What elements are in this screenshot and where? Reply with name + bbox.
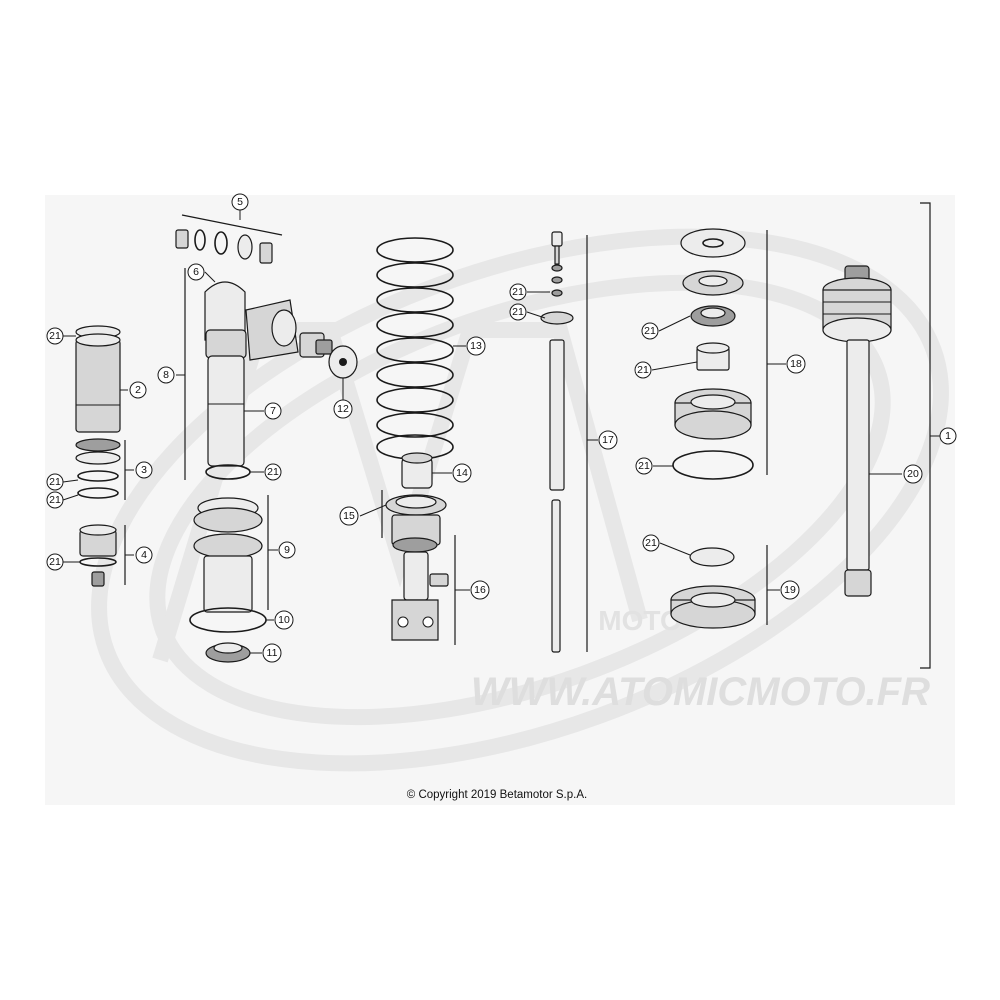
callout-21-c: 21 [46,491,64,509]
svg-text:15: 15 [343,510,355,522]
svg-text:12: 12 [337,403,349,415]
svg-text:19: 19 [784,584,796,596]
callout-14: 14 [452,463,472,483]
callout-21-g: 21 [509,303,527,321]
callout-15: 15 [339,506,359,526]
callout-19: 19 [780,580,800,600]
callout-16: 16 [470,580,490,600]
svg-text:2: 2 [135,384,141,396]
callout-7: 7 [264,402,282,420]
svg-text:20: 20 [907,468,919,480]
part-20-cartridge-assembly [822,265,892,597]
callout-4: 4 [135,546,153,564]
svg-text:21: 21 [644,325,656,337]
svg-text:4: 4 [141,549,147,561]
svg-text:21: 21 [512,286,524,298]
part-17-shaft [540,231,574,653]
svg-text:21: 21 [49,494,61,506]
svg-text:16: 16 [474,584,486,596]
callout-21-a: 21 [46,327,64,345]
watermark-logo: WWW.ATOMICMOTO.FR MOTO [91,228,949,772]
callout-9: 9 [278,541,296,559]
part-19-lower-cup [670,547,756,629]
callout-6: 6 [187,263,205,281]
svg-text:21: 21 [645,537,657,549]
callout-18: 18 [786,354,806,374]
callout-21-d: 21 [46,553,64,571]
svg-text:21: 21 [49,556,61,568]
part-18-top-mount [672,228,754,480]
callout-2: 2 [129,381,147,399]
callout-20: 20 [903,464,923,484]
svg-text:21: 21 [638,460,650,472]
part-3-piston-rings [75,438,121,499]
svg-text:11: 11 [267,647,278,659]
part-14-bump-stop [401,452,433,489]
svg-text:13: 13 [470,340,482,352]
callout-1: 1 [939,427,957,445]
callout-17: 17 [598,430,618,450]
svg-text:6: 6 [193,266,199,278]
svg-text:21: 21 [49,476,61,488]
part-9-preload-rings [193,497,263,613]
svg-text:5: 5 [237,196,243,208]
svg-text:14: 14 [456,467,468,479]
callout-12: 12 [333,399,353,419]
svg-text:9: 9 [284,544,290,556]
part-12-adjuster-valve [299,332,358,379]
copyright-notice: © Copyright 2019 Betamotor S.p.A. [407,789,587,801]
part-16-lower-eye [391,537,449,641]
watermark-url: WWW.ATOMICMOTO.FR [471,670,930,714]
callout-8: 8 [157,366,175,384]
callout-21-i: 21 [634,361,652,379]
svg-text:7: 7 [270,405,276,417]
part-2-reservoir-sleeve [75,325,121,433]
callout-11: 11 [262,643,282,663]
callout-21-j: 21 [635,457,653,475]
part-5-seal-kit [175,214,283,264]
callout-13: 13 [466,336,486,356]
part-4-cap [79,524,117,587]
svg-text:18: 18 [790,358,802,370]
svg-text:21: 21 [267,466,279,478]
svg-text:3: 3 [141,464,147,476]
callout-21-f: 21 [509,283,527,301]
callout-10: 10 [274,610,294,630]
svg-text:21: 21 [512,306,524,318]
callout-21-k: 21 [642,534,660,552]
svg-text:17: 17 [602,434,614,446]
callout-5: 5 [231,193,249,211]
callout-21-b: 21 [46,473,64,491]
svg-text:8: 8 [163,369,169,381]
callout-3: 3 [135,461,153,479]
callout-21-e: 21 [264,463,282,481]
svg-text:21: 21 [637,364,649,376]
watermark-logo-text: MOTO [598,605,681,636]
callout-21-h: 21 [641,322,659,340]
part-15-lock-ring [385,494,447,546]
svg-text:10: 10 [278,614,290,626]
part-7-shock-body [204,281,299,480]
part-11-bottom-bushing [205,642,251,663]
svg-text:21: 21 [49,330,61,342]
svg-text:1: 1 [945,430,951,442]
leader-lines [62,202,940,669]
